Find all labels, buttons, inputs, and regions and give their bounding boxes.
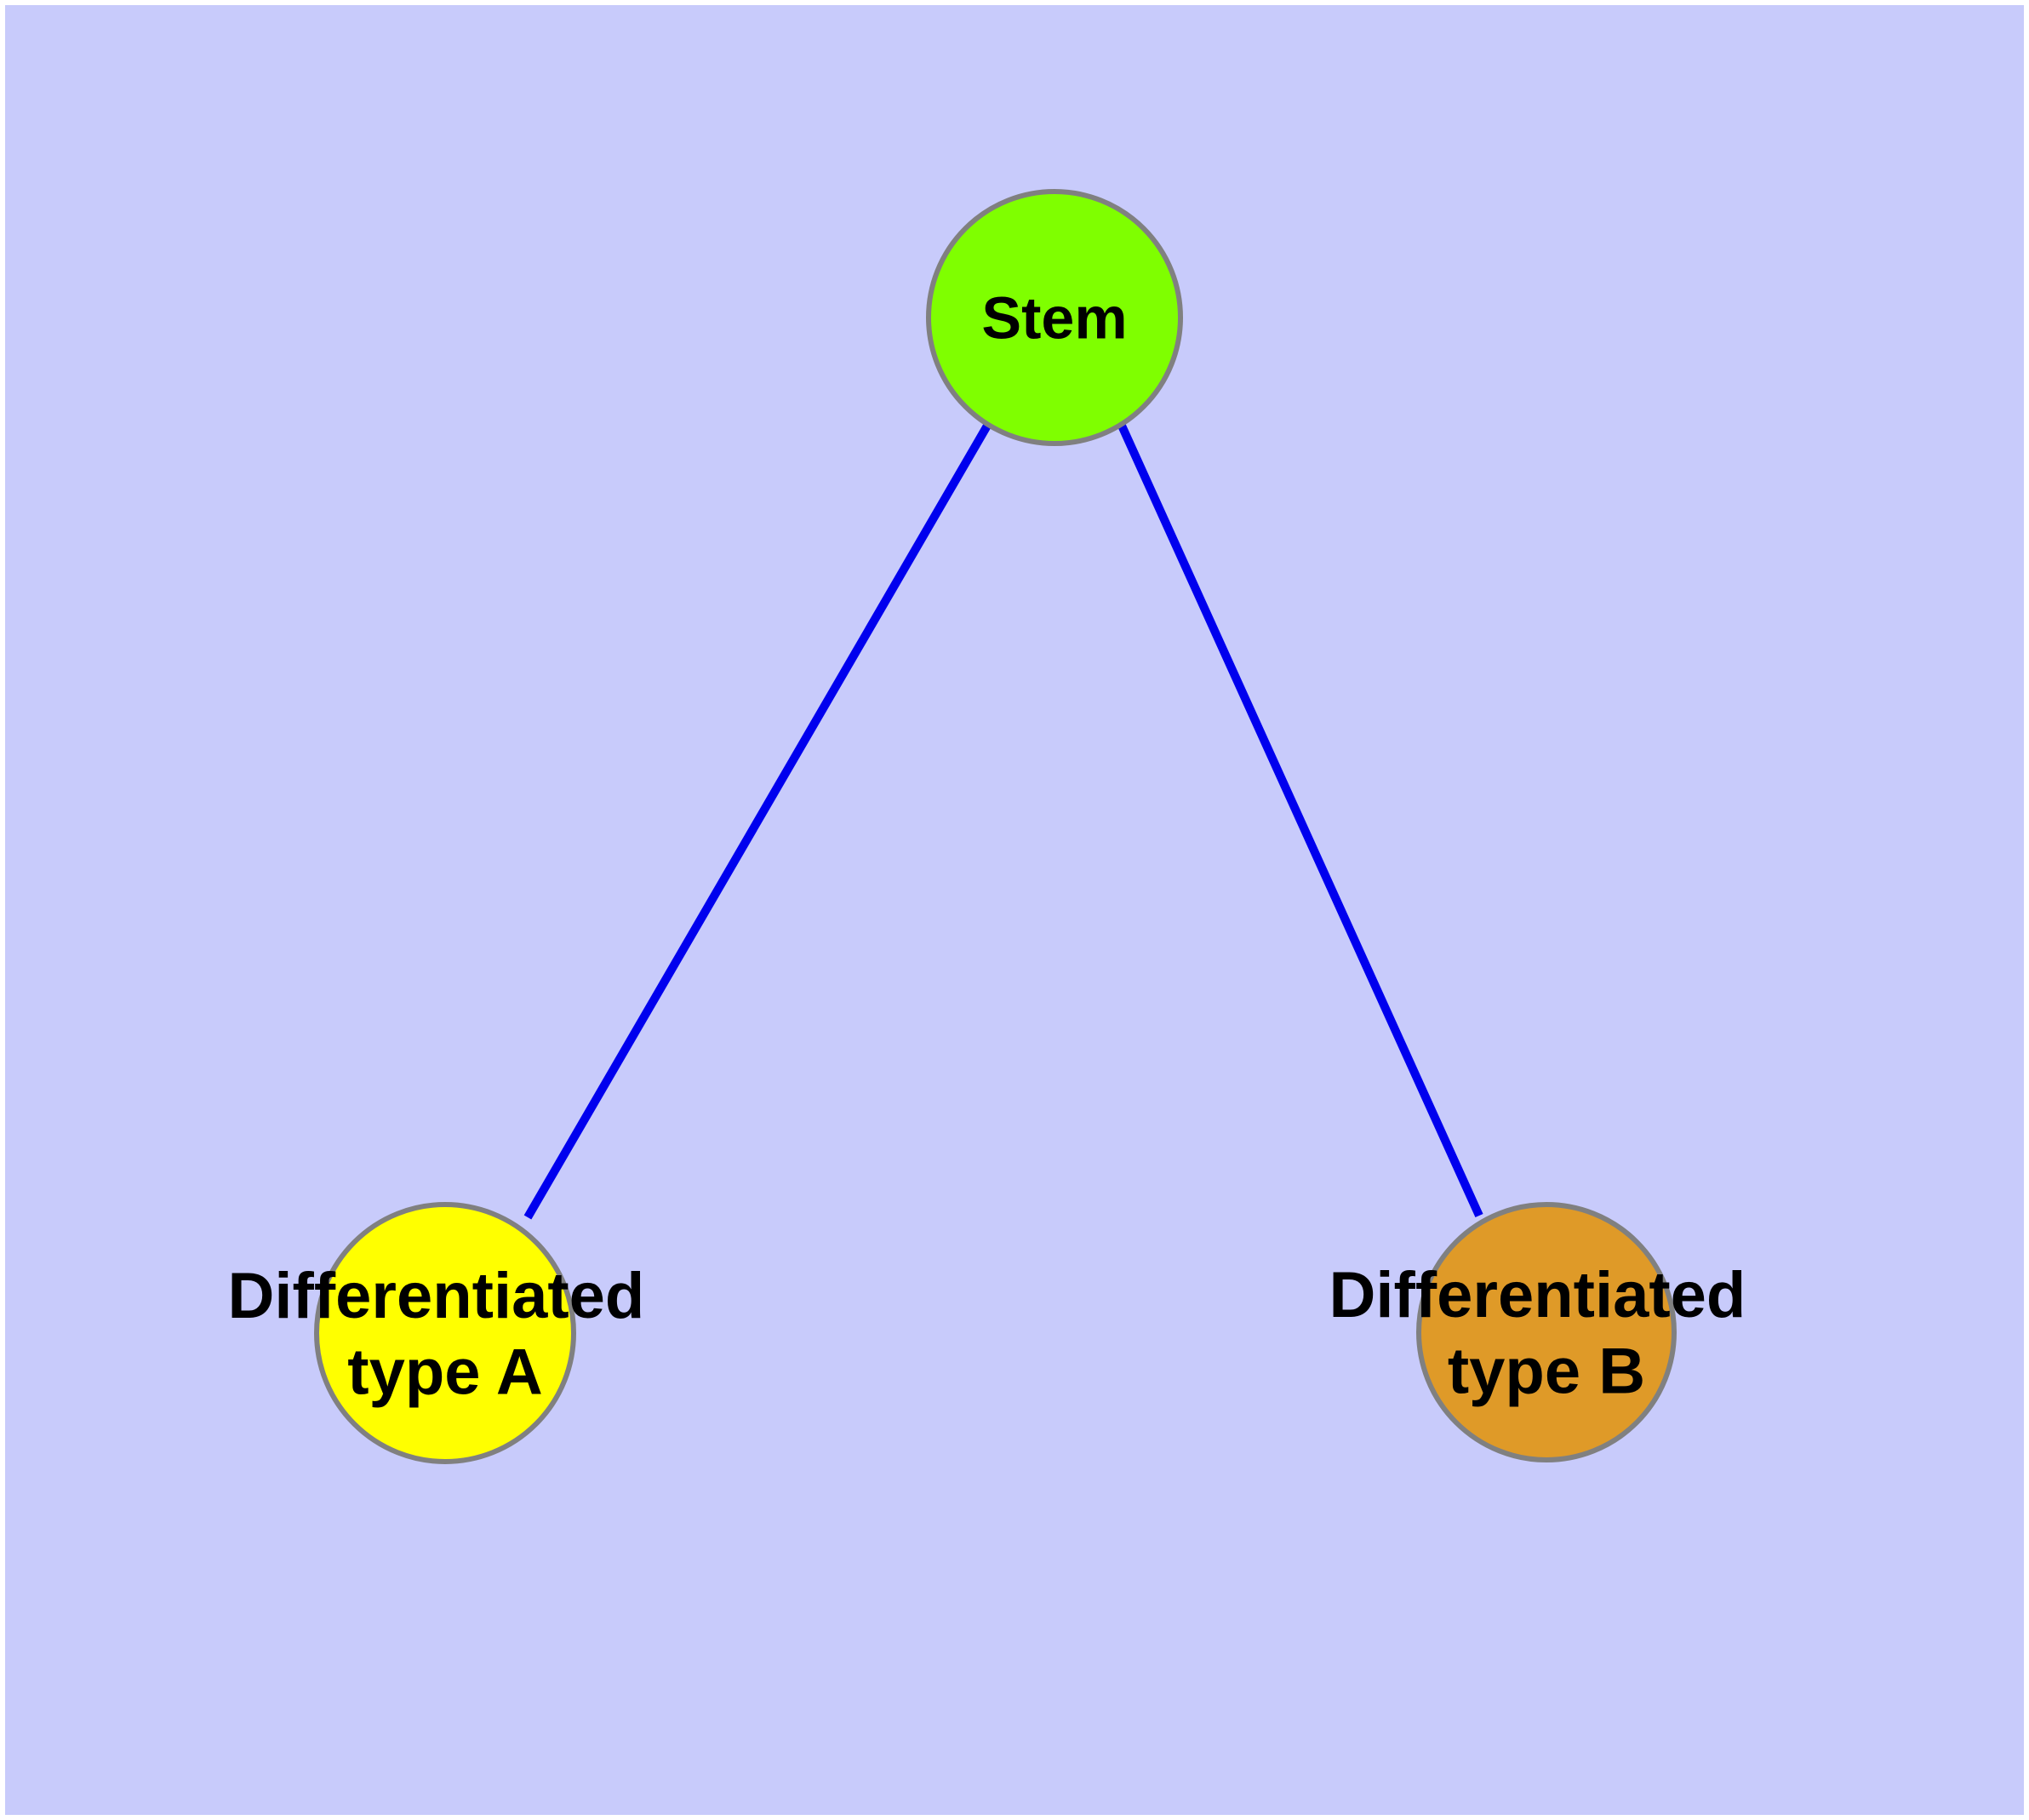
node-stem[interactable]: Stem bbox=[926, 189, 1183, 446]
node-differentiated-type-b-label: Differentiated type B bbox=[1329, 1259, 1764, 1408]
node-stem-circle[interactable] bbox=[926, 189, 1183, 446]
node-differentiated-type-a[interactable]: Differentiated type A bbox=[228, 1202, 663, 1464]
edges-layer bbox=[523, 423, 1483, 1220]
node-differentiated-type-b[interactable]: Differentiated type B bbox=[1329, 1202, 1764, 1462]
node-stem-label-line-1: Stem bbox=[981, 285, 1127, 352]
edge-stem-to-differentiated-a[interactable] bbox=[523, 423, 992, 1220]
node-stem-label: Stem bbox=[981, 285, 1127, 352]
node-differentiated-type-a-label-line-1: Differentiated bbox=[228, 1260, 645, 1332]
node-differentiated-type-b-circle[interactable] bbox=[1416, 1202, 1677, 1462]
node-differentiated-type-a-label-line-2: type A bbox=[347, 1336, 542, 1408]
edge-stem-to-differentiated-b[interactable] bbox=[1117, 423, 1483, 1218]
node-differentiated-type-b-label-line-1: Differentiated bbox=[1329, 1259, 1746, 1331]
node-differentiated-type-a-circle[interactable] bbox=[314, 1202, 576, 1464]
node-differentiated-type-b-label-line-2: type B bbox=[1448, 1335, 1645, 1407]
node-differentiated-type-a-label: Differentiated type A bbox=[228, 1260, 663, 1409]
nodes-layer: Stem Differentiated type A Differentiate… bbox=[228, 189, 1764, 1464]
